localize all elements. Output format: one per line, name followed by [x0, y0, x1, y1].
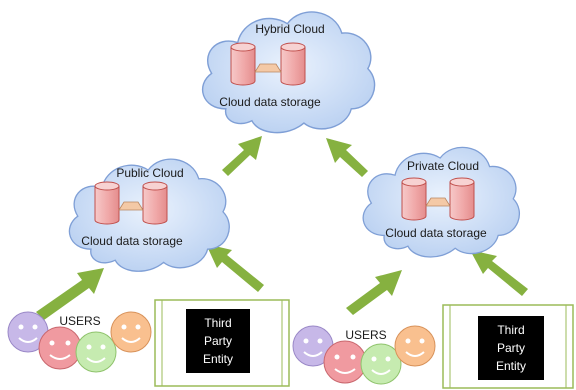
hybrid-cloud: Hybrid Cloud Cloud data storage — [201, 11, 376, 134]
public-database-icon — [94, 181, 168, 225]
public-cloud: Public Cloud Cloud data storage — [68, 158, 230, 272]
smiley-green-icon — [360, 343, 402, 385]
smiley-pink-icon — [38, 326, 82, 370]
private-database-icon — [401, 177, 475, 221]
users-group-left: USERS — [7, 311, 152, 373]
third-party-left-box — [186, 309, 250, 373]
arrow-users-right-to-private — [346, 270, 402, 315]
arrow-public-to-hybrid — [222, 136, 262, 176]
users-left-label: USERS — [59, 314, 100, 328]
third-party-right-box — [478, 316, 544, 380]
third-party-left-line3: Entity — [203, 352, 233, 366]
public-storage-label: Cloud data storage — [81, 234, 183, 248]
third-party-right-line1: Third — [497, 323, 524, 337]
third-party-left-line1: Third — [204, 316, 231, 330]
smiley-green-icon — [75, 331, 117, 373]
third-party-right-line3: Entity — [496, 359, 526, 373]
arrow-third-right-to-private — [470, 250, 528, 296]
hybrid-database-icon — [230, 42, 306, 86]
public-cloud-title: Public Cloud — [116, 166, 183, 180]
arrow-private-to-hybrid — [326, 138, 368, 177]
third-party-left-line2: Party — [204, 334, 232, 348]
third-party-right: Third Party Entity — [442, 304, 574, 389]
users-group-right: USERS — [292, 325, 436, 385]
hybrid-cloud-title: Hybrid Cloud — [255, 22, 324, 36]
hybrid-storage-label: Cloud data storage — [219, 95, 321, 109]
smiley-orange-icon — [110, 311, 152, 353]
private-storage-label: Cloud data storage — [385, 226, 487, 240]
third-party-right-line2: Party — [497, 341, 525, 355]
smiley-pink-icon — [323, 340, 367, 384]
private-cloud-title: Private Cloud — [407, 159, 479, 173]
arrows — [36, 136, 528, 320]
users-right-label: USERS — [345, 328, 386, 342]
arrow-third-left-to-public — [206, 244, 264, 292]
smiley-purple-icon — [7, 311, 49, 353]
smiley-orange-icon — [394, 325, 436, 367]
private-cloud: Private Cloud Cloud data storage — [362, 146, 521, 258]
third-party-left: Third Party Entity — [154, 299, 290, 387]
arrow-users-left-to-public — [36, 268, 104, 320]
